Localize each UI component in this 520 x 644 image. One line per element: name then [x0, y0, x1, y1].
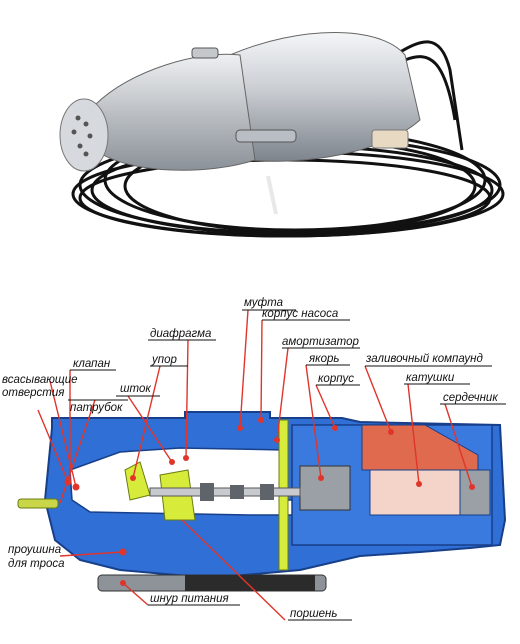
label-stop: упор: [151, 354, 177, 366]
leader-lines: [37, 309, 473, 621]
clamp-ring: [235, 129, 297, 143]
intake-holes: [71, 115, 93, 157]
label-anchor: якорь: [308, 353, 339, 365]
rod-nut-1: [200, 483, 214, 501]
label-power-cord: шнур питания: [150, 593, 229, 605]
label-eyelet-line1: проушина: [8, 544, 61, 556]
label-valve: клапан: [73, 358, 111, 370]
nozzle-pipe: [17, 498, 59, 509]
label-diaphragm: диафрагма: [150, 328, 211, 340]
label-intake-line1: всасывающие: [2, 374, 77, 386]
label-piston: поршень: [290, 608, 337, 620]
anchor-block: [299, 465, 351, 511]
eyelet-bracket: [191, 47, 219, 59]
label-coils: катушки: [406, 372, 455, 384]
pump-intake-face: [59, 98, 109, 172]
pump-photo: [59, 32, 505, 238]
rod-nut-3: [260, 484, 274, 500]
label-nozzle: патрубок: [70, 402, 123, 414]
label-rod: шток: [120, 383, 151, 395]
label-pump-body: корпус насоса: [262, 308, 338, 320]
motor-housing: [229, 32, 421, 162]
cable-tie: [266, 175, 278, 215]
cable-plug: [371, 129, 409, 149]
cable-sleeve: [185, 575, 315, 591]
potting-compound: [361, 424, 479, 471]
label-eyelet-line2: для троса: [8, 558, 65, 570]
pump-head: [94, 53, 256, 171]
rod-nut-2: [230, 485, 244, 499]
cross-section: муфта корпус насоса диафрагма амортизато…: [2, 297, 507, 621]
label-shock-absorber: амортизатор: [282, 336, 360, 348]
label-muffle: муфта: [244, 297, 283, 309]
core-block: [459, 469, 491, 516]
label-compound: заливочный компаунд: [365, 353, 483, 365]
label-underlines: [68, 309, 506, 621]
coil-block: [369, 469, 461, 516]
label-housing: корпус: [318, 373, 354, 385]
rod: [149, 487, 301, 497]
label-intake-line2: отверстия: [2, 387, 64, 399]
label-core: сердечник: [443, 392, 498, 404]
